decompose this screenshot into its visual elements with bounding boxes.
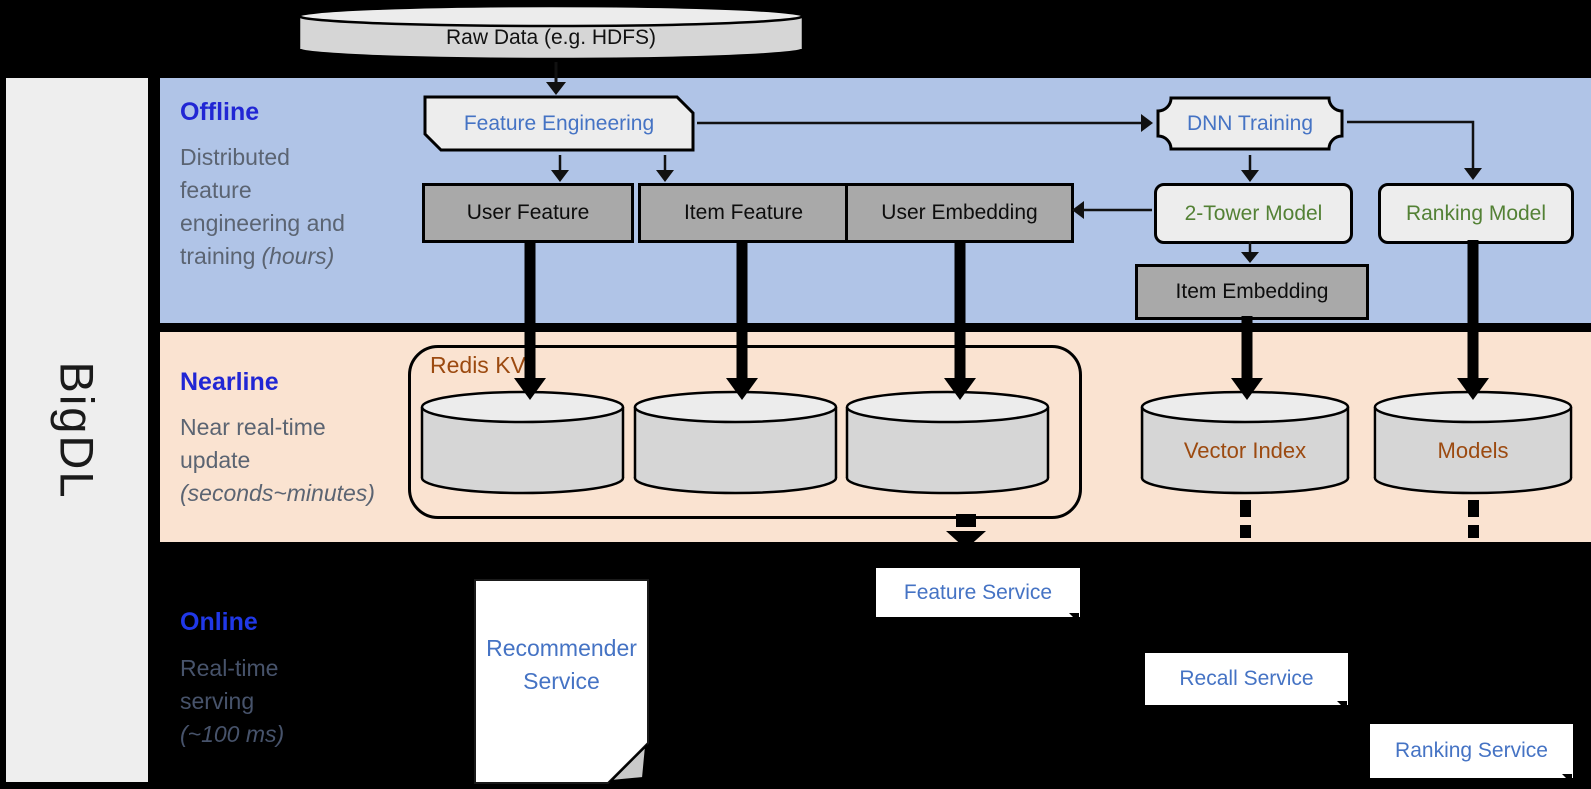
raw-data-label: Raw Data (e.g. HDFS) <box>445 25 657 49</box>
online-title: Online <box>180 608 258 636</box>
recall-service-label: Recall Service <box>1179 667 1314 690</box>
cylinder-icon <box>1140 390 1350 495</box>
recommender-service-label: Recommender Service <box>486 635 637 694</box>
bigdl-logo-text: BigDL <box>50 360 104 500</box>
redis-kv-label: Redis KV <box>430 352 526 378</box>
ranking-model-label: Ranking Model <box>1405 201 1547 225</box>
models-cylinder: Models <box>1373 390 1573 495</box>
offline-description: Distributed feature engineering and trai… <box>180 144 345 269</box>
online-description: Real-time serving (~100 ms) <box>180 655 285 747</box>
feature-service-node: Feature Service <box>876 568 1080 623</box>
feature-service-label: Feature Service <box>903 580 1053 604</box>
nearline-title: Nearline <box>180 368 279 396</box>
ranking-model-node: Ranking Model <box>1378 183 1574 244</box>
cylinder-icon <box>633 390 838 495</box>
user-feature-node: User Feature <box>422 183 634 243</box>
vector-index-label: Vector Index <box>1183 437 1307 463</box>
item-feature-label: Item Feature <box>683 201 804 224</box>
user-embedding-label: User Embedding <box>881 201 1038 224</box>
snip-corner-shape <box>423 95 695 152</box>
two-tower-model-node: 2-Tower Model <box>1154 183 1353 244</box>
feature-engineering-node: Feature Engineering <box>423 95 695 152</box>
item-embedding-label: Item Embedding <box>1175 280 1329 303</box>
document-icon <box>474 579 649 784</box>
item-embedding-node: Item Embedding <box>1135 264 1369 320</box>
cylinder-icon <box>420 390 625 495</box>
two-tower-model-label: 2-Tower Model <box>1184 201 1323 225</box>
kv-store-cylinder-3 <box>845 390 1050 495</box>
plaque-shape <box>1156 96 1344 151</box>
nearline-description: Near real-time update (seconds~minutes) <box>180 414 375 506</box>
user-feature-label: User Feature <box>466 201 590 224</box>
cylinder-icon <box>845 390 1050 495</box>
ranking-service-label: Ranking Service <box>1395 739 1548 762</box>
cylinder-icon <box>297 4 805 61</box>
recall-service-node: Recall Service <box>1145 653 1348 711</box>
item-feature-node: Item Feature <box>638 183 849 243</box>
raw-data-cylinder: Raw Data (e.g. HDFS) <box>296 4 806 61</box>
kv-store-cylinder-1 <box>420 390 625 495</box>
cylinder-icon <box>1373 390 1573 495</box>
kv-store-cylinder-2 <box>633 390 838 495</box>
recommender-service-document: Recommender Service <box>473 578 650 785</box>
dnn-training-node: DNN Training <box>1155 95 1345 152</box>
feature-engineering-label: Feature Engineering <box>463 111 655 135</box>
user-embedding-node: User Embedding <box>845 183 1074 243</box>
vector-index-cylinder: Vector Index <box>1140 390 1350 495</box>
offline-title: Offline <box>180 98 260 126</box>
dnn-training-label: DNN Training <box>1186 111 1314 135</box>
sidebar-bigdl: BigDL <box>6 78 148 782</box>
ranking-service-node: Ranking Service <box>1370 724 1573 784</box>
models-label: Models <box>1437 437 1509 463</box>
